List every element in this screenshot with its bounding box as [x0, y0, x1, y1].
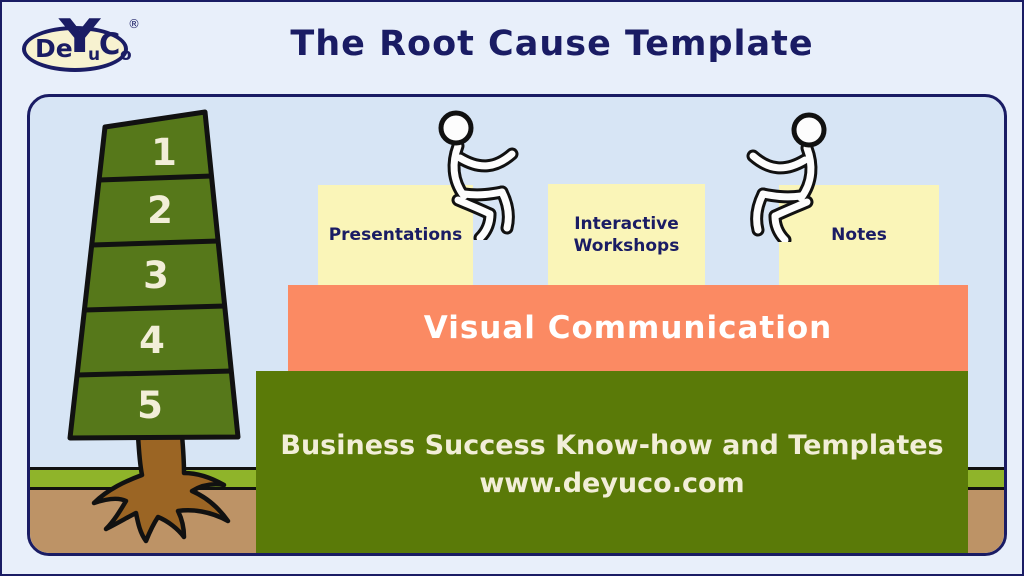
foundation-line1: Business Success Know-how and Templates: [280, 430, 944, 461]
logo-text: u: [88, 45, 101, 65]
foundation-line2: www.deyuco.com: [479, 468, 745, 499]
slide-title: The Root Cause Template: [290, 24, 814, 64]
tree-canopy: [67, 109, 241, 441]
tree-level-2: 2: [147, 189, 173, 232]
logo-text: o: [120, 45, 132, 65]
deyuco-logo: De Y u C o ®: [22, 13, 142, 80]
sitting-person-icon: [438, 110, 519, 240]
visual-communication-label: Visual Communication: [423, 310, 833, 346]
note-interactive-workshops-label: Interactive Workshops: [573, 213, 680, 256]
logo-ellipse: [22, 26, 128, 72]
foundation-bar: Business Success Know-how and Templates …: [256, 371, 968, 553]
illustration-panel: 1 2 3 4 5 Visual Communication Business …: [27, 94, 1007, 556]
note-notes: Notes: [779, 185, 939, 285]
tree-level-4: 4: [139, 319, 165, 362]
note-notes-label: Notes: [831, 225, 887, 245]
tree-trunk-roots: [91, 432, 231, 544]
tree-level-1: 1: [151, 131, 177, 174]
logo-text: C: [99, 27, 121, 61]
sitting-person-icon: [746, 112, 827, 242]
tree-level-5: 5: [137, 384, 163, 427]
tree-level-3: 3: [143, 254, 169, 297]
visual-communication-bar: Visual Communication: [288, 285, 968, 371]
note-presentations-label: Presentations: [328, 225, 463, 245]
logo-text: Y: [58, 9, 101, 63]
logo-text: De: [35, 34, 73, 63]
note-presentations: Presentations: [318, 185, 473, 285]
tree-illustration: [67, 109, 241, 544]
registered-trademark-icon: ®: [128, 17, 140, 31]
note-interactive-workshops: Interactive Workshops: [548, 184, 705, 285]
